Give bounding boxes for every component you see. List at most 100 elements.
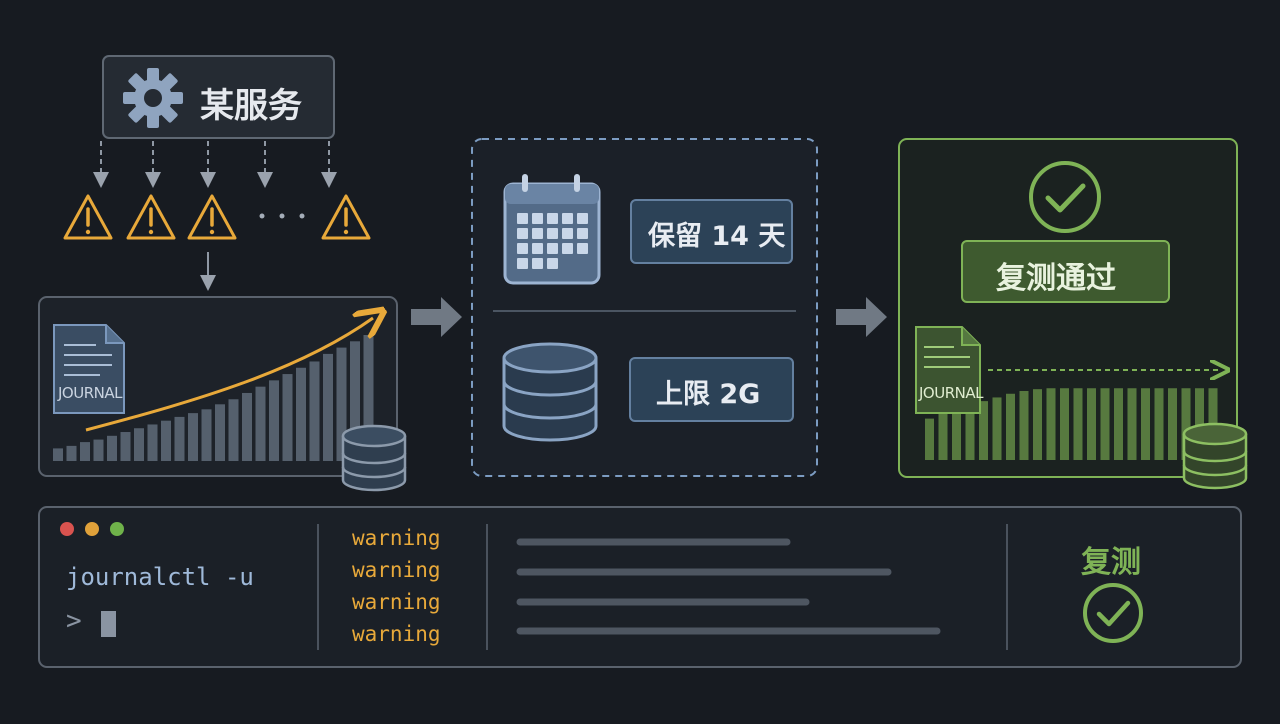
- calendar-day: [532, 243, 543, 254]
- capped-bar: [938, 414, 948, 460]
- growth-bar: [363, 335, 374, 461]
- terminal-command: journalctl -u: [66, 563, 254, 591]
- capped-bar: [992, 397, 1002, 460]
- check-circle-icon: [1029, 161, 1101, 233]
- calendar-day: [517, 228, 528, 239]
- growth-bar: [269, 380, 279, 461]
- database-icon: [341, 424, 407, 492]
- warning-triangle-icon: [187, 194, 237, 240]
- terminal-panel: [38, 506, 1242, 668]
- terminal-dividers: [317, 524, 1008, 650]
- flow-arrow-1: [411, 297, 462, 337]
- flow-arrow-2: [836, 297, 887, 337]
- calendar-day: [532, 228, 543, 239]
- calendar-day: [577, 213, 588, 224]
- growth-bar: [93, 439, 104, 461]
- capped-bar: [1154, 388, 1164, 460]
- growth-bar: [107, 435, 117, 461]
- capped-bar: [965, 404, 975, 460]
- journal-document-icon: [53, 324, 125, 414]
- ellipsis-icon: [259, 213, 305, 219]
- passed-label: 复测通过: [996, 261, 1116, 296]
- calendar-day: [517, 213, 528, 224]
- journal-document-icon-green: [915, 326, 981, 414]
- capped-bar: [1168, 388, 1177, 460]
- capped-bar: [1141, 388, 1150, 460]
- growth-bar: [323, 353, 333, 461]
- growth-bar: [201, 409, 212, 461]
- capped-bar: [1181, 388, 1191, 460]
- warning-triangle-icon: [126, 194, 176, 240]
- storage-database-icon: [502, 342, 598, 442]
- result-panel: [898, 138, 1238, 478]
- limit-label: 上限 2G: [656, 379, 761, 410]
- calendar-day: [532, 258, 543, 269]
- warning-triangle-icon: [321, 194, 371, 240]
- capped-bar: [1019, 391, 1029, 460]
- calendar-day: [532, 213, 543, 224]
- capped-bar: [1114, 388, 1123, 460]
- service-box: [102, 55, 335, 139]
- capped-bar: [979, 401, 988, 460]
- warning-line: warning: [352, 558, 441, 582]
- window-close-dot: [60, 522, 74, 536]
- growth-bar: [174, 416, 185, 461]
- database-icon-green: [1182, 422, 1248, 490]
- capped-bar: [1033, 389, 1042, 460]
- growth-bar: [336, 347, 347, 461]
- growth-bar: [161, 420, 171, 461]
- growth-bar: [53, 448, 63, 461]
- calendar-day: [547, 213, 558, 224]
- growth-bar: [350, 341, 360, 461]
- service-label: 某服务: [200, 86, 302, 126]
- growth-bar: [66, 445, 77, 461]
- growth-bar: [255, 386, 266, 461]
- growth-bar: [120, 432, 131, 461]
- growth-bar: [215, 404, 225, 461]
- growth-bar: [242, 392, 252, 461]
- calendar-day: [562, 228, 573, 239]
- capped-bar: [1046, 388, 1056, 460]
- warning-triangle-icon: [63, 194, 113, 240]
- log-lines: [516, 538, 941, 635]
- passed-box: [961, 240, 1170, 303]
- warning-line: warning: [352, 622, 441, 646]
- growth-bar: [296, 367, 306, 461]
- limit-box: [629, 357, 794, 422]
- capped-bar: [1127, 388, 1137, 460]
- warning-icons: [63, 194, 371, 240]
- capped-bar: [1087, 388, 1096, 460]
- gear-icon: [123, 68, 183, 128]
- calendar-icon: [503, 174, 601, 285]
- journal-growth-panel: [38, 296, 398, 477]
- terminal-prompt: >: [66, 606, 82, 636]
- calendar-day: [562, 213, 573, 224]
- calendar-day: [562, 243, 573, 254]
- window-minimize-dot: [85, 522, 99, 536]
- calendar-day: [547, 258, 558, 269]
- service-to-warnings-arrows: [93, 141, 337, 188]
- retest-label: 复测: [1081, 545, 1141, 580]
- capped-bar: [1006, 393, 1015, 460]
- capped-bar: [1073, 388, 1083, 460]
- calendar-day: [547, 228, 558, 239]
- retention-label: 保留 14 天: [648, 221, 786, 252]
- terminal-cursor: [101, 611, 116, 637]
- calendar-day: [517, 258, 528, 269]
- capped-bar: [1100, 388, 1110, 460]
- growth-trend-arrow: [85, 318, 373, 432]
- calendar-day: [547, 243, 558, 254]
- journal-label-after: JOURNAL: [919, 384, 983, 402]
- growth-bar: [309, 361, 320, 461]
- growth-bars: [53, 335, 374, 461]
- journal-label-before: JOURNAL: [58, 384, 122, 402]
- growth-bar: [228, 399, 239, 461]
- warning-line: warning: [352, 526, 441, 550]
- retention-box: [630, 199, 793, 264]
- growth-bar: [80, 442, 90, 461]
- growth-bar: [134, 428, 144, 461]
- calendar-day: [577, 243, 588, 254]
- calendar-day: [517, 243, 528, 254]
